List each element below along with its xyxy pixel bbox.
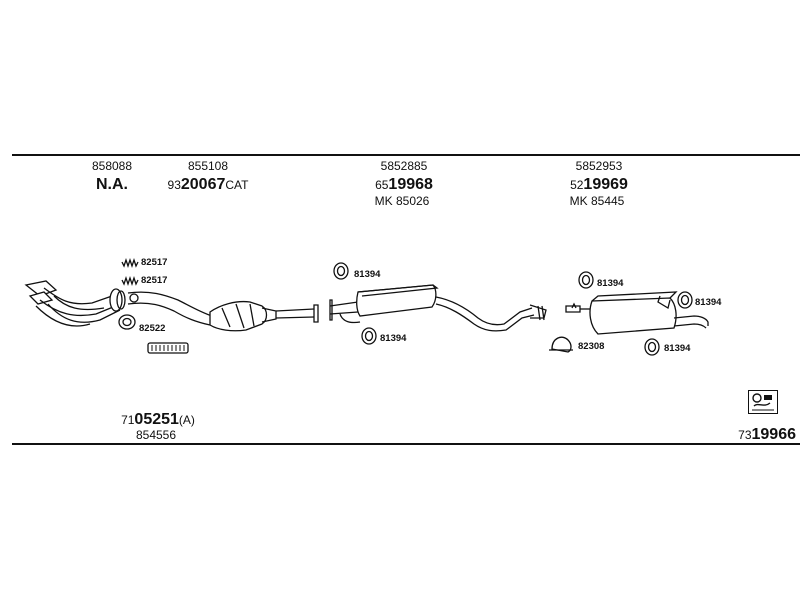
sealing-strip <box>147 342 189 354</box>
top-divider <box>12 154 800 156</box>
catalytic-converter <box>209 300 277 332</box>
rubber-hanger-rear-right <box>677 291 693 309</box>
spring-clip-label-bottom: 82517 <box>141 275 168 286</box>
code-suffix: CAT <box>225 178 249 192</box>
mounting-kit-85445: MK 85445 <box>569 194 625 208</box>
code-main: 05251 <box>134 411 179 428</box>
code-prefix: 73 <box>738 428 752 442</box>
gasket-ring <box>118 314 136 330</box>
gasket-label: 82522 <box>139 323 166 334</box>
spring-clip-bottom <box>121 275 139 287</box>
fitting-kit-code: 7105251(A) <box>121 412 195 428</box>
rubber-hanger-mid-top <box>333 262 349 280</box>
code-prefix: 93 <box>167 178 181 192</box>
middle-silencer-code: 6519968 <box>375 177 433 193</box>
code-prefix: 65 <box>375 178 389 192</box>
hanger-label-mid-top: 81394 <box>354 269 381 280</box>
front-pipe <box>127 291 213 326</box>
hanger-label-rear-top: 81394 <box>597 278 624 289</box>
parts-kit-icon <box>748 390 778 414</box>
code-prefix: 71 <box>121 413 135 427</box>
part-number-5852885: 5852885 <box>380 159 428 173</box>
code-main: 19969 <box>583 176 628 193</box>
code-main: 19966 <box>751 426 797 443</box>
not-available-label: N.A. <box>96 176 128 193</box>
code-suffix: (A) <box>178 413 195 427</box>
part-number-858088: 858088 <box>91 159 133 173</box>
catalytic-converter-code: 9320067CAT <box>168 177 249 193</box>
hanger-label-rear-right: 81394 <box>695 297 722 308</box>
complete-set-code: 7319966 <box>738 427 796 443</box>
rubber-hanger-rear-top <box>578 271 594 289</box>
rear-silencer-assembly <box>565 291 709 335</box>
hanger-label-mid-bottom: 81394 <box>380 333 407 344</box>
rubber-hanger-rear-bottom <box>644 338 660 356</box>
intermediate-pipe-front <box>275 304 319 323</box>
rubber-hanger-mid-bottom <box>361 327 377 345</box>
part-number-855108: 855108 <box>187 159 229 173</box>
code-prefix: 52 <box>570 178 584 192</box>
spring-clip-label-top: 82517 <box>141 257 168 268</box>
part-number-5852953: 5852953 <box>575 159 623 173</box>
exhaust-clamp <box>549 336 573 353</box>
part-number-854556: 854556 <box>135 428 177 442</box>
spring-clip-top <box>121 257 139 269</box>
code-main: 20067 <box>180 176 226 193</box>
exhaust-manifold <box>24 280 126 327</box>
hanger-label-rear-bottom: 81394 <box>664 343 691 354</box>
rear-silencer-code: 5219969 <box>570 177 628 193</box>
mounting-kit-85026: MK 85026 <box>374 194 430 208</box>
code-main: 19968 <box>388 176 433 193</box>
clamp-label: 82308 <box>578 341 605 352</box>
middle-silencer-assembly <box>329 284 547 332</box>
bottom-divider <box>12 443 800 445</box>
